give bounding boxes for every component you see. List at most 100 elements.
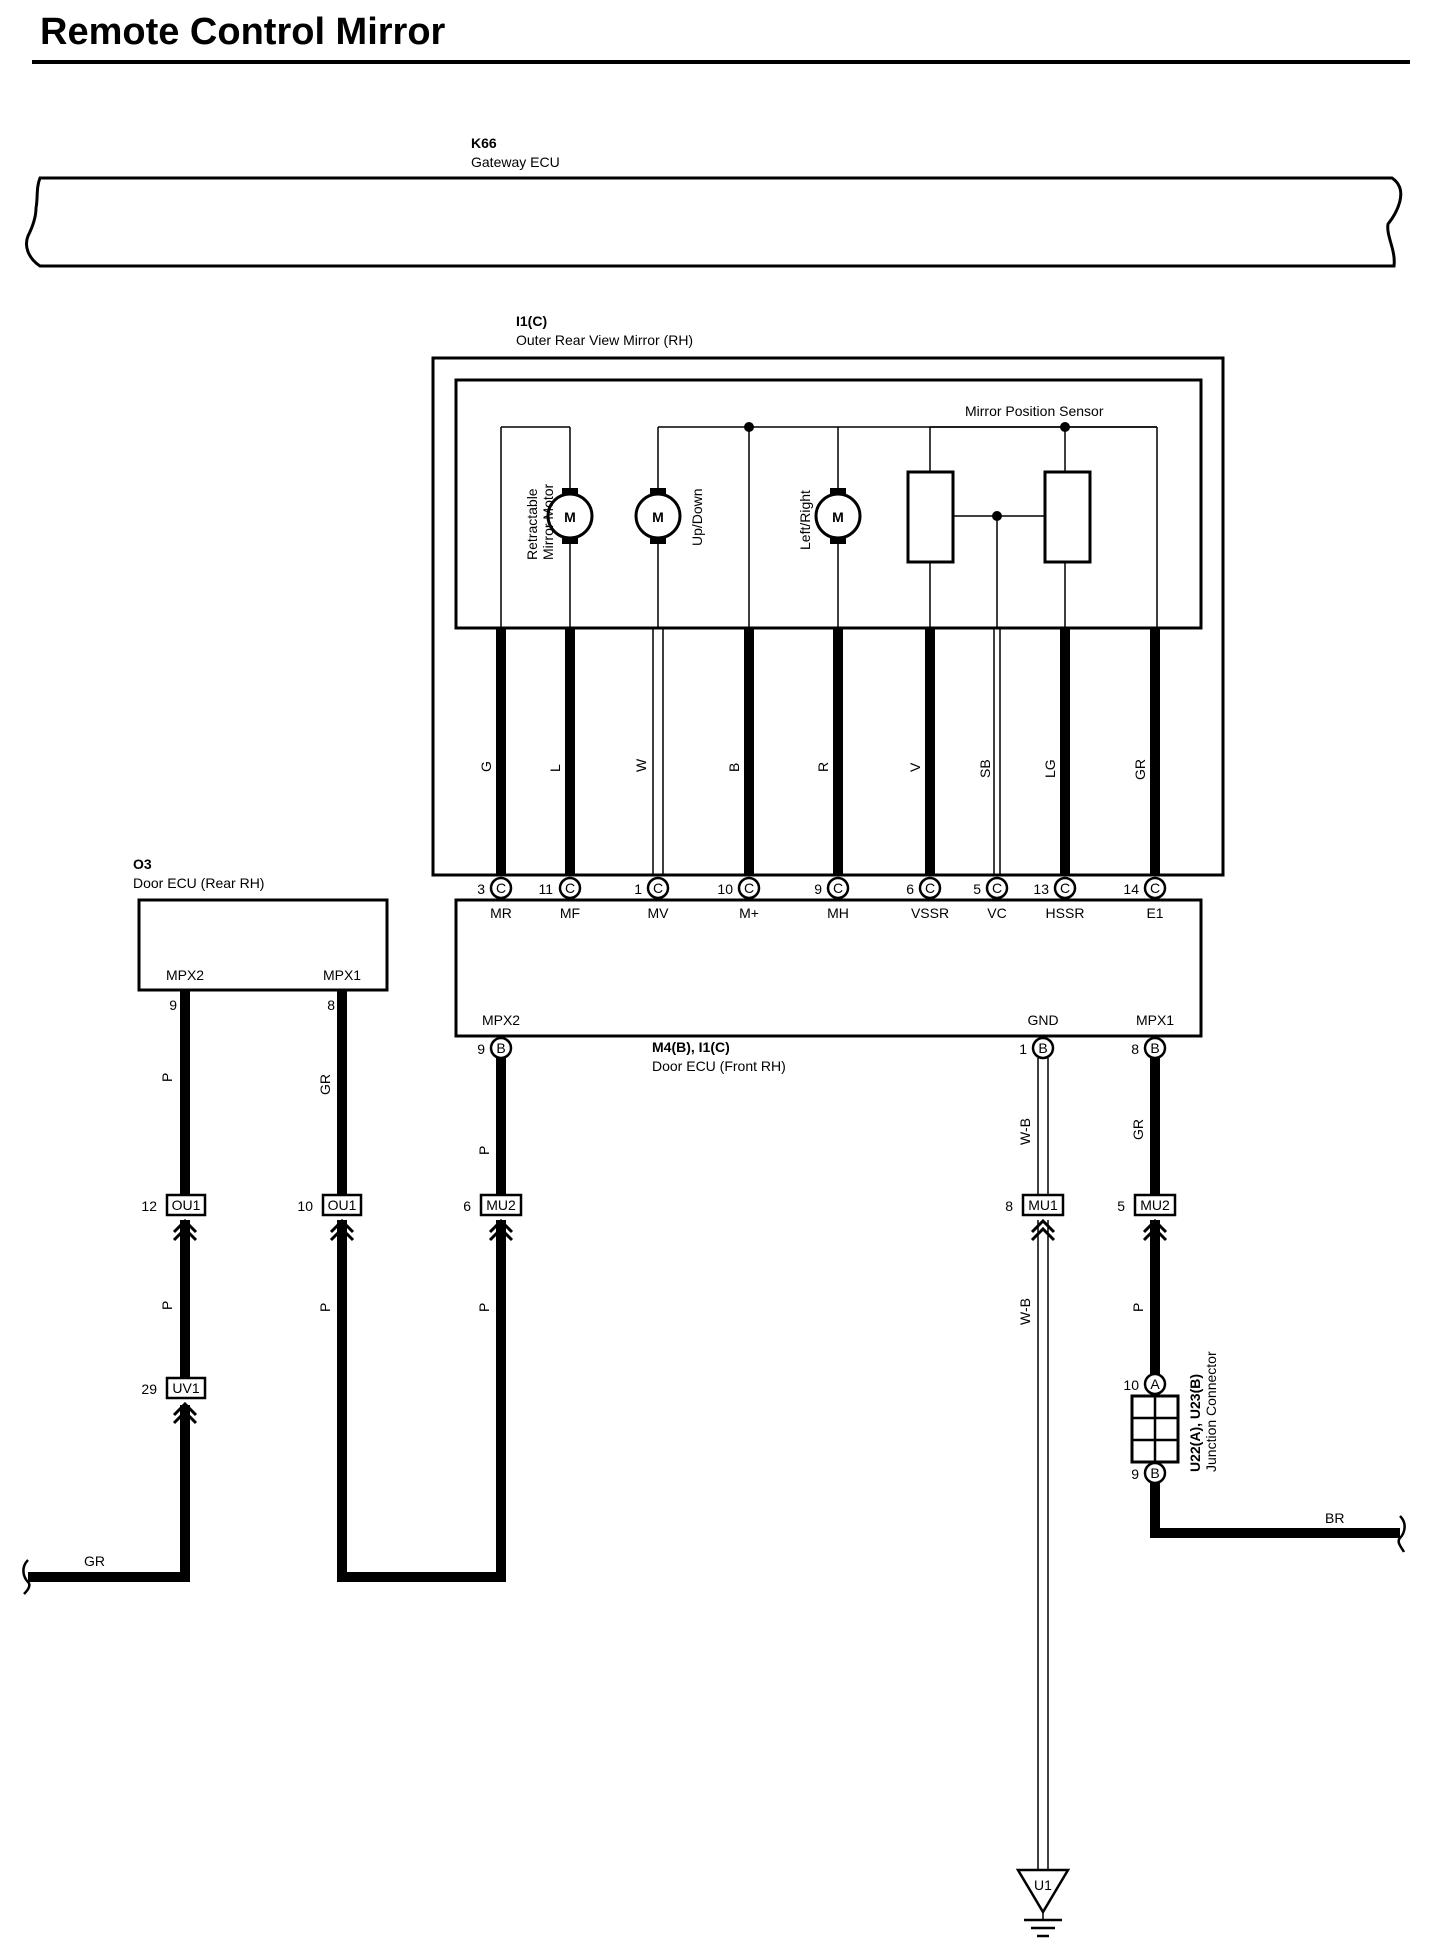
pin-conn-vc: C — [992, 880, 1002, 896]
retractable-label-2: Mirror Motor — [540, 483, 556, 560]
connector-uv1-num: 29 — [141, 1381, 157, 1397]
updown-motor-glyph: M — [652, 509, 664, 525]
connector-ou1-a — [165, 1193, 207, 1217]
rear-mpx2-end-label: GR — [84, 1553, 105, 1569]
front-gnd-pin — [1031, 1036, 1055, 1060]
gnd-wire — [1037, 1058, 1049, 1870]
connector-uv1 — [165, 1376, 207, 1400]
connector-ou1-a-name: OU1 — [172, 1197, 201, 1213]
rear-mpx1-lower-label: P — [317, 1303, 333, 1312]
connector-mu2-b-arrows — [1142, 1218, 1168, 1242]
pin-conn-mr: C — [496, 880, 506, 896]
connector-mu2-a-arrows — [488, 1218, 514, 1242]
pin-name-vssr: VSSR — [911, 905, 949, 921]
front-mpx1-label: MPX1 — [1136, 1012, 1174, 1028]
pin-num-hssr: 13 — [1033, 881, 1049, 897]
junction-out-label: BR — [1325, 1510, 1344, 1526]
pin-name-mr: MR — [490, 905, 512, 921]
sensor-label: Mirror Position Sensor — [965, 403, 1104, 419]
connector-mu2-b-name: MU2 — [1140, 1197, 1170, 1213]
front-mpx2-num: 9 — [477, 1041, 485, 1057]
leftright-motor-glyph: M — [832, 509, 844, 525]
wire-label-gr: GR — [1132, 759, 1148, 780]
connector-mu1-num: 8 — [1005, 1198, 1013, 1214]
wire-break-left — [22, 1559, 31, 1595]
updown-label: Up/Down — [689, 488, 705, 546]
door-rear-name: Door ECU (Rear RH) — [133, 875, 264, 891]
pin-num-mplus: 10 — [717, 881, 733, 897]
leftright-label: Left/Right — [797, 490, 813, 550]
pin-conn-mh: C — [833, 880, 843, 896]
door-front-code: M4(B), I1(C) — [652, 1039, 730, 1055]
connector-ou1-a-arrows — [172, 1218, 198, 1242]
front-mpx1-num: 8 — [1131, 1041, 1139, 1057]
wire-label-sb: SB — [977, 759, 993, 778]
junction-pin-b-num: 9 — [1131, 1466, 1139, 1482]
gateway-name: Gateway ECU — [471, 154, 560, 170]
pin-name-hssr: HSSR — [1046, 905, 1085, 921]
rear-mpx1-wire-label: GR — [317, 1074, 333, 1095]
pin-conn-mplus: C — [744, 880, 754, 896]
connector-uv1-name: UV1 — [172, 1380, 199, 1396]
retractable-label-1: Retractable — [524, 488, 540, 560]
front-mpx1-conn: B — [1150, 1040, 1159, 1056]
ground-triangle — [1015, 1868, 1071, 1915]
mirror-outer-box — [431, 356, 1225, 877]
front-mpx1-wire — [1150, 1058, 1400, 1538]
pin-conn-vssr: C — [925, 880, 935, 896]
pin-num-mv: 1 — [634, 881, 642, 897]
sensor-resistor-v — [906, 470, 955, 564]
sensor-resistor-h — [1043, 470, 1092, 564]
connector-uv1-arrows — [172, 1401, 198, 1425]
wire-label-w: W — [633, 758, 649, 772]
gnd-upper-label: W-B — [1017, 1118, 1033, 1145]
wire-break-right — [1397, 1515, 1406, 1553]
pin-num-mh: 9 — [814, 881, 822, 897]
page-title: Remote Control Mirror — [40, 11, 446, 53]
front-mpx2-conn: B — [496, 1040, 505, 1056]
junction-name-1: U22(A), U23(B) — [1187, 1374, 1203, 1472]
pin-name-mh: MH — [827, 905, 849, 921]
door-ecu-front-box — [454, 898, 1203, 1038]
junction-dot — [744, 422, 754, 432]
wire-label-v: V — [907, 762, 923, 772]
pin-name-mplus: M+ — [739, 905, 759, 921]
junction-connector-icon — [1130, 1394, 1180, 1464]
pin-num-vc: 5 — [973, 881, 981, 897]
pin-num-e1: 14 — [1123, 881, 1139, 897]
pin-num-vssr: 6 — [906, 881, 914, 897]
front-mpx2-upper-label: P — [476, 1146, 492, 1155]
junction-pin-a — [1143, 1372, 1167, 1396]
rear-mpx2-wire-label: P — [159, 1073, 175, 1082]
front-mpx2-label: MPX2 — [482, 1012, 520, 1028]
pin-conn-hssr: C — [1060, 880, 1070, 896]
connector-mu2-b-num: 5 — [1117, 1198, 1125, 1214]
connector-mu2-a-name: MU2 — [486, 1197, 516, 1213]
updown-motor-icon: M — [634, 488, 682, 544]
pin-name-mf: MF — [560, 905, 580, 921]
rear-mpx2-wire — [28, 990, 190, 1582]
leftright-motor-icon: M — [814, 488, 862, 544]
pin-name-e1: E1 — [1146, 905, 1163, 921]
front-gnd-conn: B — [1038, 1040, 1047, 1056]
connector-mu2-a — [479, 1193, 523, 1217]
mirror-harness — [496, 628, 1160, 876]
front-mpx1-lower-label: P — [1130, 1303, 1146, 1312]
connector-mu2-b — [1133, 1193, 1177, 1217]
rear-mpx2-num: 9 — [169, 997, 177, 1013]
pin-name-vc: VC — [987, 905, 1006, 921]
junction-name-2: Junction Connector — [1203, 1351, 1219, 1472]
connector-mu1-name: MU1 — [1028, 1197, 1058, 1213]
retractable-motor-glyph: M — [564, 509, 576, 525]
connector-ou1-b-arrows — [329, 1218, 355, 1242]
front-mpx1-upper-label: GR — [1130, 1119, 1146, 1140]
connector-ou1-a-num: 12 — [141, 1198, 157, 1214]
rear-mpx2-mid-label: P — [159, 1301, 175, 1310]
wire-label-b: B — [726, 763, 742, 772]
pin-conn-e1: C — [1150, 880, 1160, 896]
wire-label-l: L — [547, 764, 563, 772]
connector-ou1-b-name: OU1 — [328, 1197, 357, 1213]
pin-name-mv: MV — [648, 905, 670, 921]
door-rear-code: O3 — [133, 856, 152, 872]
